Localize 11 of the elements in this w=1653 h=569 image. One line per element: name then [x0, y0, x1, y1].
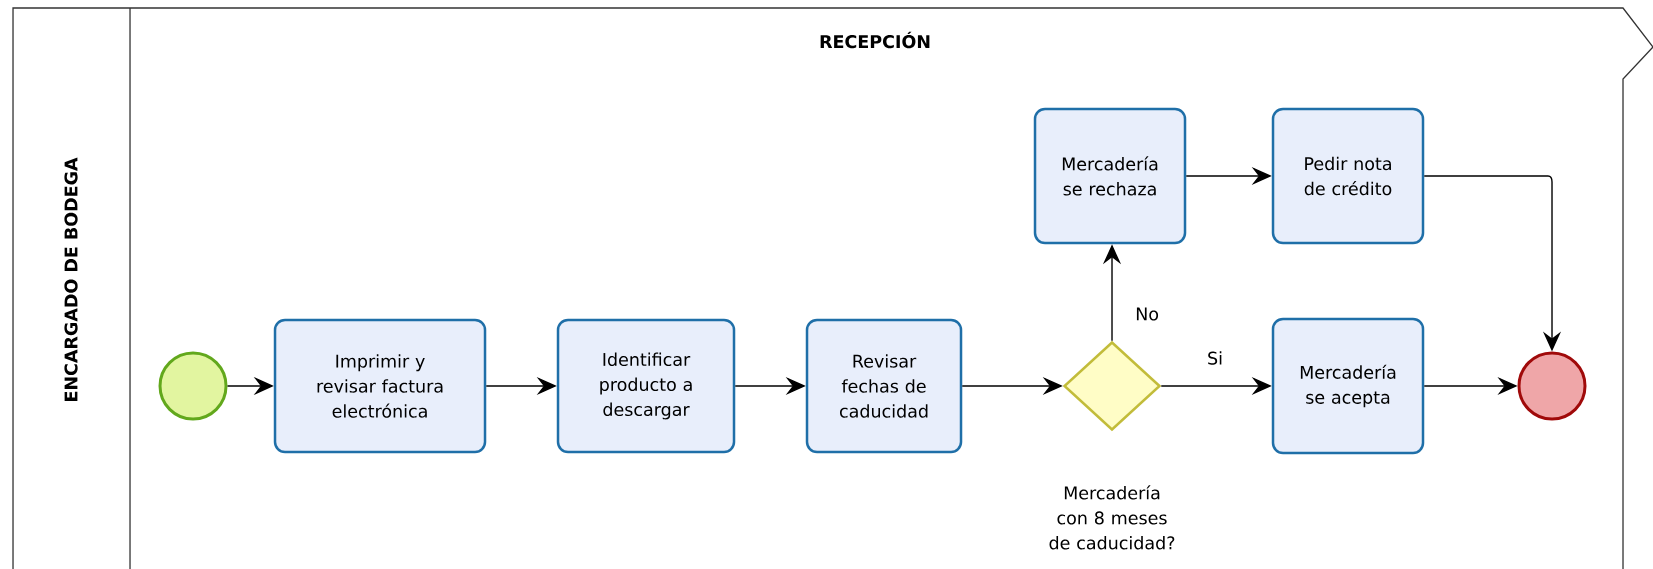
task-box: Mercadería se acepta — [1271, 317, 1425, 455]
edge-label: Si — [1205, 349, 1225, 367]
edge-label: No — [1133, 305, 1161, 323]
task-box: Imprimir y revisar factura electrónica — [273, 318, 487, 454]
task-box: Pedir nota de crédito — [1271, 107, 1425, 245]
end-event-circle — [1517, 351, 1587, 421]
gateway-label: Mercadería con 8 meses de caducidad? — [1049, 485, 1175, 550]
task-box: Identificar producto a descargar — [556, 318, 736, 454]
start-event-circle — [158, 351, 228, 421]
task-box: Mercadería se rechaza — [1033, 107, 1187, 245]
task-box: Revisar fechas de caducidad — [805, 318, 963, 454]
